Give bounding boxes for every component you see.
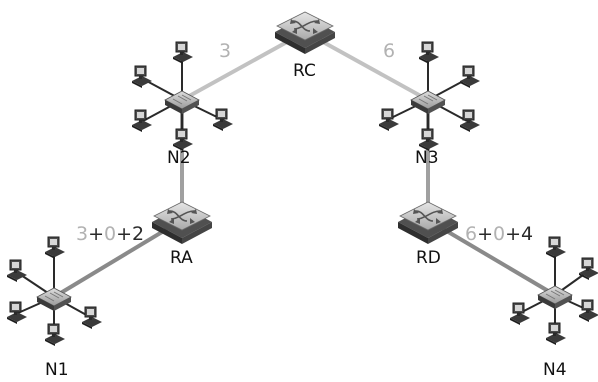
router-icon xyxy=(151,201,213,245)
cost-label-rc-n3: 6 xyxy=(383,40,396,62)
plus-sign: + xyxy=(477,223,494,245)
computer-icon xyxy=(545,322,567,346)
network-label-n4: N4 xyxy=(543,360,567,380)
computer-icon xyxy=(172,41,194,65)
plus-sign: + xyxy=(505,223,522,245)
computer-icon xyxy=(378,108,400,132)
cost-expression-rd: 6+0+4 xyxy=(465,225,533,244)
plus-sign: + xyxy=(88,223,105,245)
plus-sign: + xyxy=(116,223,133,245)
computer-icon xyxy=(212,108,234,132)
network-label-n2: N2 xyxy=(167,148,191,168)
computer-icon xyxy=(509,302,531,326)
cost-term: 6 xyxy=(465,223,478,245)
cost-term: 2 xyxy=(132,223,145,245)
computer-icon xyxy=(578,299,598,323)
computer-icon xyxy=(545,236,567,260)
computer-icon xyxy=(81,306,103,330)
computer-icon xyxy=(131,65,153,89)
link-ra-n1 xyxy=(52,218,184,299)
computer-icon xyxy=(131,109,153,133)
router-icon xyxy=(397,201,459,245)
router-label-ra: RA xyxy=(170,248,193,268)
cost-term: 0 xyxy=(104,223,117,245)
cost-expression-ra: 3+0+2 xyxy=(76,225,144,244)
computer-icon xyxy=(418,41,440,65)
computer-icon xyxy=(459,109,481,133)
router-label-rd: RD xyxy=(416,248,441,268)
network-label-n1: N1 xyxy=(45,360,69,380)
link-rc-n2 xyxy=(181,30,306,102)
link-rc-n3 xyxy=(304,30,429,102)
cost-label-rc-n2: 3 xyxy=(219,40,232,62)
network-label-n3: N3 xyxy=(415,148,439,168)
router-label-rc: RC xyxy=(293,61,316,81)
computer-icon xyxy=(44,323,66,347)
computer-icon xyxy=(44,236,66,260)
cost-term: 4 xyxy=(521,223,534,245)
computer-icon xyxy=(6,301,28,325)
cost-term: 0 xyxy=(493,223,506,245)
router-icon xyxy=(274,11,336,55)
computer-icon xyxy=(459,65,481,89)
computer-icon xyxy=(6,259,28,283)
cost-term: 3 xyxy=(76,223,89,245)
